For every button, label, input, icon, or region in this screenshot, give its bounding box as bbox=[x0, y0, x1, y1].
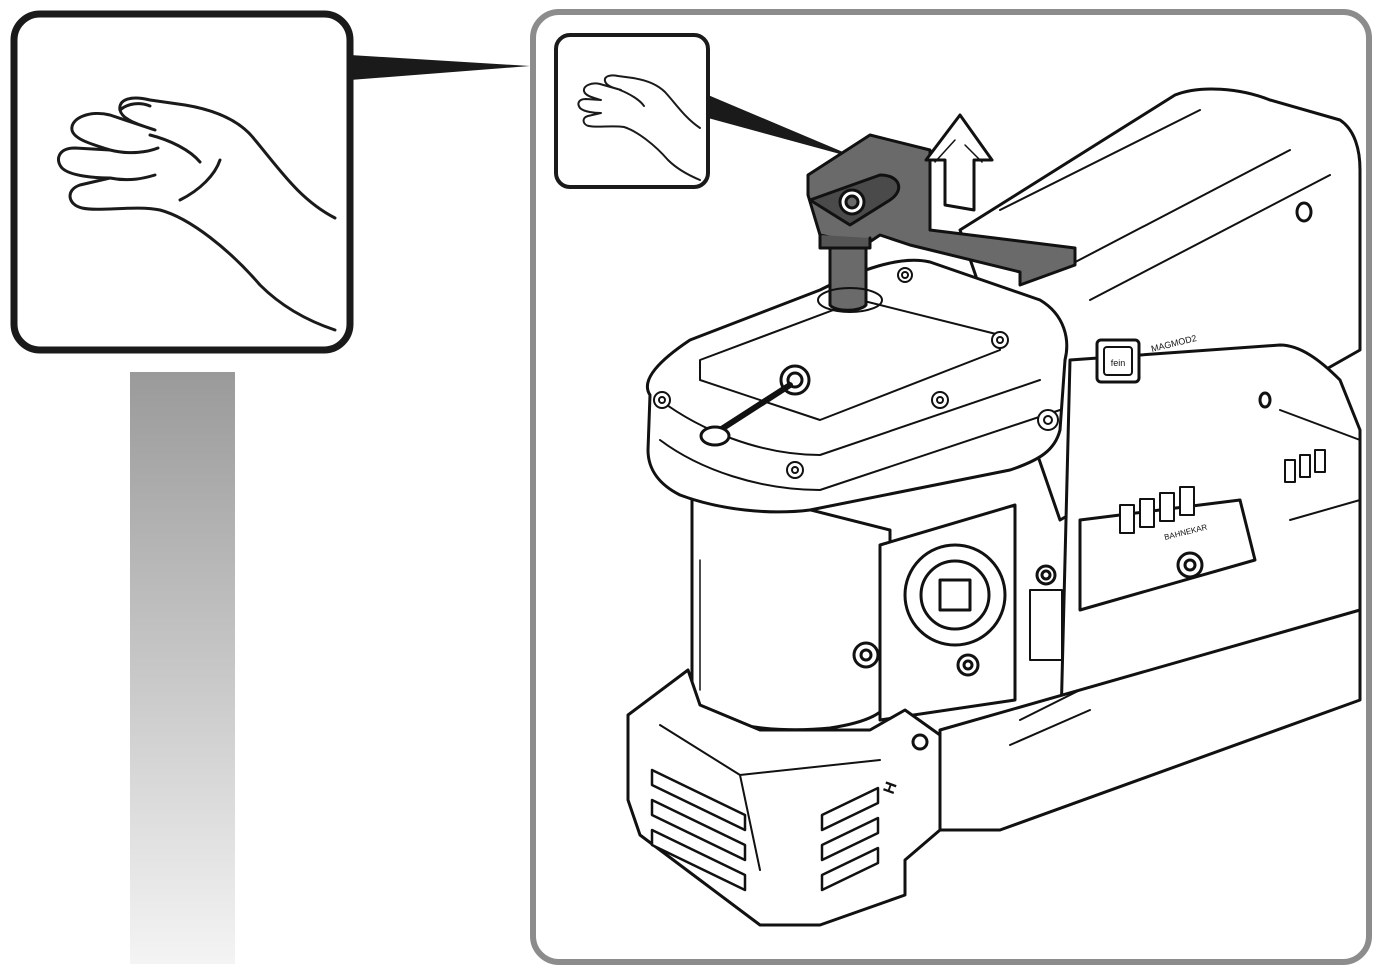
svg-text:fein: fein bbox=[1111, 358, 1126, 368]
arrow-up-icon bbox=[924, 113, 994, 212]
spindle-shaft bbox=[828, 238, 868, 312]
machine-side-panel bbox=[1058, 343, 1362, 762]
zoom-callout bbox=[10, 10, 354, 354]
fein-logo-icon: fein bbox=[1095, 338, 1141, 384]
key-tool bbox=[806, 133, 1077, 287]
housing-screws bbox=[653, 267, 1059, 479]
guard-vents bbox=[650, 768, 880, 892]
machine-illustration: fein MAGMOD2 BAHNEKAR bbox=[626, 87, 1362, 927]
gearbox-housing bbox=[645, 258, 1069, 514]
base-marking: H bbox=[881, 780, 901, 797]
hand-palm-up-icon bbox=[577, 74, 701, 181]
gradient-bar bbox=[130, 372, 235, 964]
side-vents bbox=[1119, 449, 1326, 534]
inset-callout bbox=[554, 33, 862, 189]
hand-palm-up-icon bbox=[57, 96, 337, 332]
callout-connector bbox=[350, 55, 530, 80]
